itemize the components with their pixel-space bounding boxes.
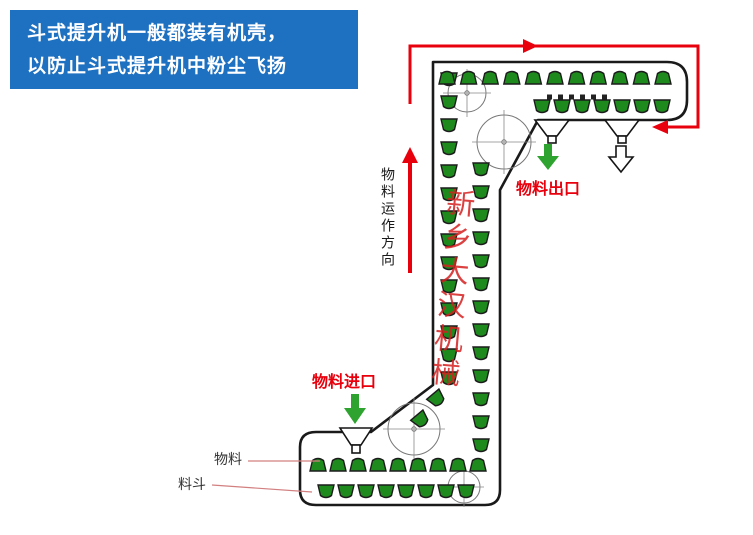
bucket-icon [457,484,475,499]
bucket-icon [440,118,458,133]
bucket-icon [472,323,490,338]
bucket-icon [653,99,671,114]
bucket-icon [553,99,571,114]
bucket-icon [632,70,651,85]
bucket-icon [573,99,591,114]
bucket-icon [567,70,586,85]
bucket-icon [357,484,375,499]
bucket-icon [533,99,551,114]
bucket-icon [472,369,490,384]
outlet-arrow-secondary-icon [607,145,635,174]
info-banner-line1: 斗式提升机一般都装有机壳， [27,23,288,44]
bucket-icon [389,457,407,472]
bucket-icon [429,457,447,472]
elevator-shell [298,60,689,507]
bucket-icon [472,415,490,430]
bucket-icon [472,277,490,292]
bucket-icon [409,457,427,472]
bucket-icon [317,484,335,499]
bucket-icon [377,484,395,499]
outlet-label: 物料出口 [516,181,581,198]
outlet-arrow-icon [537,144,559,170]
outlet-funnel [603,119,641,144]
bucket-icon [593,99,611,114]
bucket-icon [397,484,415,499]
bucket-icon [437,484,455,499]
bucket-icon [472,254,490,269]
inlet-arrow-icon [344,394,366,424]
bucket-icon [611,70,629,85]
bucket-icon [469,457,487,472]
direction-label: 物料运作方向 [380,167,396,269]
bucket-icon [472,162,490,177]
bucket-icon [440,95,458,110]
bucket-icon [472,438,490,453]
bucket-icon [613,99,631,114]
info-banner-line2: 以防止斗式提升机中粉尘飞扬 [27,56,288,77]
bucket-icon [337,484,355,499]
bucket-icon [309,457,327,472]
bucket-icon [369,457,387,472]
bucket-icon [546,70,564,85]
inlet-funnel [338,427,374,454]
bucket-icon [589,70,607,85]
material-label: 物料 [214,451,242,467]
bucket-icon [438,70,456,85]
bucket-icon [459,70,478,85]
bucket-icon [417,484,435,499]
bucket-icon [524,70,543,85]
bucket-icon [472,392,490,407]
bucket-icon [503,70,521,85]
inlet-label: 物料进口 [312,374,377,391]
sprocket-wheel [472,110,536,174]
bucket-icon [440,164,458,179]
bucket-icon [481,70,499,85]
flow-path-arrow [408,39,700,134]
info-banner: 斗式提升机一般都装有机壳， 以防止斗式提升机中粉尘飞扬 [10,10,358,89]
bucket-icon [329,457,347,472]
sprocket-wheel [383,398,445,460]
leader-line-bucket [211,484,313,493]
outlet-funnel [533,119,571,144]
bucket-icon [472,346,490,361]
bucket-label: 料斗 [178,476,206,492]
bucket-icon [472,300,490,315]
bucket-icon [633,99,651,114]
bucket-icon [449,457,467,472]
bucket-icon [440,141,458,156]
direction-arrow-icon [402,147,418,273]
bucket-icon [654,70,672,85]
bucket-icon [349,457,367,472]
